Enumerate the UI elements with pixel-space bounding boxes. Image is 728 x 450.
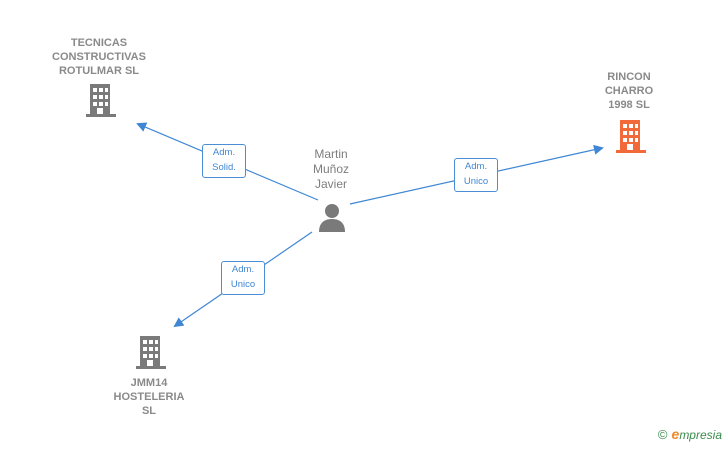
edge-label-top-right[interactable]: Adm. Unico [454,158,498,192]
brand-watermark: ©empresia [658,426,722,442]
brand-initial: e [671,426,680,442]
person-name-line: Muñoz [312,162,350,176]
company-name-line: SL [141,405,157,417]
edge-label-line: Unico [230,279,256,290]
brand-name: mpresia [679,428,722,442]
company-name-line: CONSTRUCTIVAS [52,51,146,63]
edge-label-line: Adm. [231,264,255,275]
company-name-line: CHARRO [604,85,654,97]
company-name-line: ROTULMAR SL [58,65,140,77]
edge-label-bottom-left[interactable]: Adm. Unico [221,261,265,295]
company-name-line: JMM14 [130,377,168,389]
person-icon[interactable] [319,204,345,232]
edge-label-line: Adm. [212,147,236,158]
building-icon[interactable] [136,336,166,369]
company-label-top-left[interactable]: TECNICAS CONSTRUCTIVAS ROTULMAR SL [44,36,154,78]
person-name-line: Javier [314,177,347,191]
company-label-top-right[interactable]: RINCON CHARRO 1998 SL [589,70,669,112]
person-name-line: Martin [314,147,348,161]
edge-label-line: Unico [463,176,489,187]
edge-label-line: Adm. [464,161,488,172]
building-icon[interactable] [616,120,646,153]
company-name-line: 1998 SL [608,99,650,111]
building-icon[interactable] [86,84,116,117]
company-label-bottom-left[interactable]: JMM14 HOSTELERIA SL [104,376,194,418]
copyright-symbol: © [657,427,668,442]
company-name-line: RINCON [607,71,651,83]
company-name-line: TECNICAS [70,37,128,49]
edge-label-top-left[interactable]: Adm. Solid. [202,144,246,178]
person-label[interactable]: Martin Muñoz Javier [296,147,366,192]
edge-label-line: Solid. [212,162,236,173]
company-name-line: HOSTELERIA [113,391,185,403]
